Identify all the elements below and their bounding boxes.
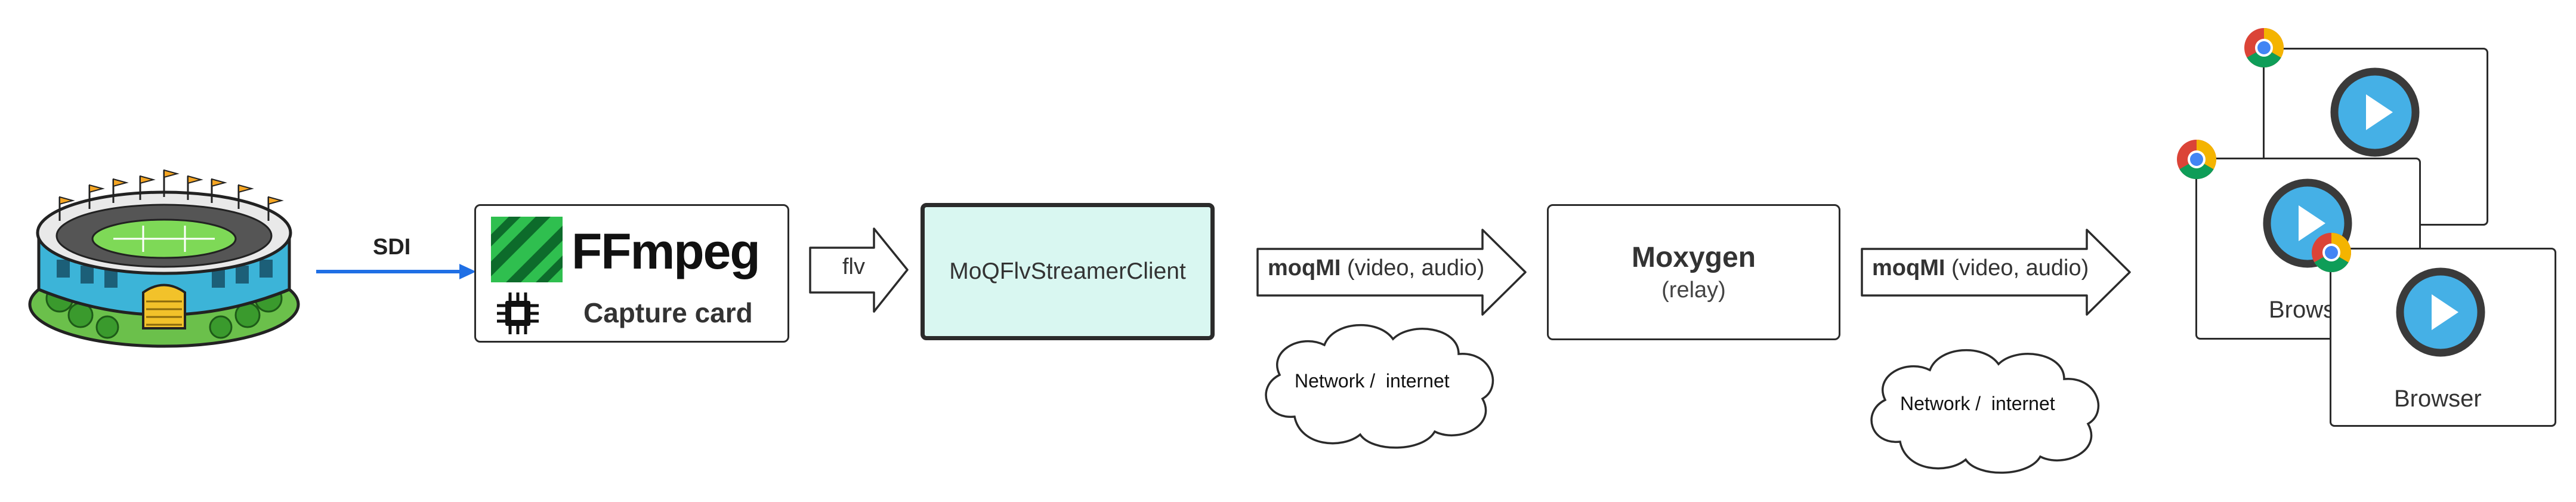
chrome-icon — [2244, 27, 2284, 68]
browser-label-front: Browser — [2394, 386, 2482, 412]
moqmi-label-1-bold: moqMI — [1268, 255, 1341, 281]
flv-label: flv — [842, 254, 865, 279]
moxygen-relay-box: Moxygen (relay) — [1547, 204, 1840, 340]
moqmi-label-1-rest: (video, audio) — [1340, 255, 1485, 281]
sdi-connector-arrow — [316, 264, 476, 279]
moqmi-arrow-2 — [1861, 229, 2131, 316]
network-label-1: Network / internet — [1295, 370, 1450, 392]
relay-title: Moxygen — [1631, 242, 1756, 273]
moqmi-arrow-1 — [1256, 229, 1527, 316]
browser-label-mid: Brows — [2269, 297, 2336, 323]
capture-box: FFmpeg Capture card — [474, 204, 789, 343]
ffmpeg-label: FFmpeg — [572, 223, 761, 279]
network-label-2: Network / internet — [1900, 393, 2055, 414]
sdi-label: SDI — [373, 235, 411, 260]
ffmpeg-logo-icon — [491, 217, 563, 282]
moq-flv-streamer-client-box: MoQFlvStreamerClient — [921, 203, 1215, 340]
browser-window-front: Browser — [2330, 248, 2556, 427]
capture-card-label: Capture card — [583, 297, 753, 328]
play-icon — [2396, 267, 2485, 357]
stadium-icon — [28, 169, 300, 348]
moqmi-label-2: moqMI (video, audio) — [1872, 255, 2089, 281]
network-cloud-1 — [1265, 324, 1494, 449]
moqmi-label-2-bold: moqMI — [1872, 255, 1945, 281]
chrome-icon — [2312, 233, 2352, 273]
network-cloud-2 — [1870, 349, 2100, 474]
chip-icon — [497, 292, 539, 334]
moqmi-label-1: moqMI (video, audio) — [1268, 255, 1484, 281]
play-icon — [2330, 67, 2420, 157]
chrome-icon — [2177, 140, 2217, 180]
relay-subtitle: (relay) — [1661, 278, 1726, 303]
client-label: MoQFlvStreamerClient — [949, 258, 1186, 284]
flv-arrow — [809, 227, 909, 313]
moqmi-label-2-rest: (video, audio) — [1945, 255, 2089, 281]
